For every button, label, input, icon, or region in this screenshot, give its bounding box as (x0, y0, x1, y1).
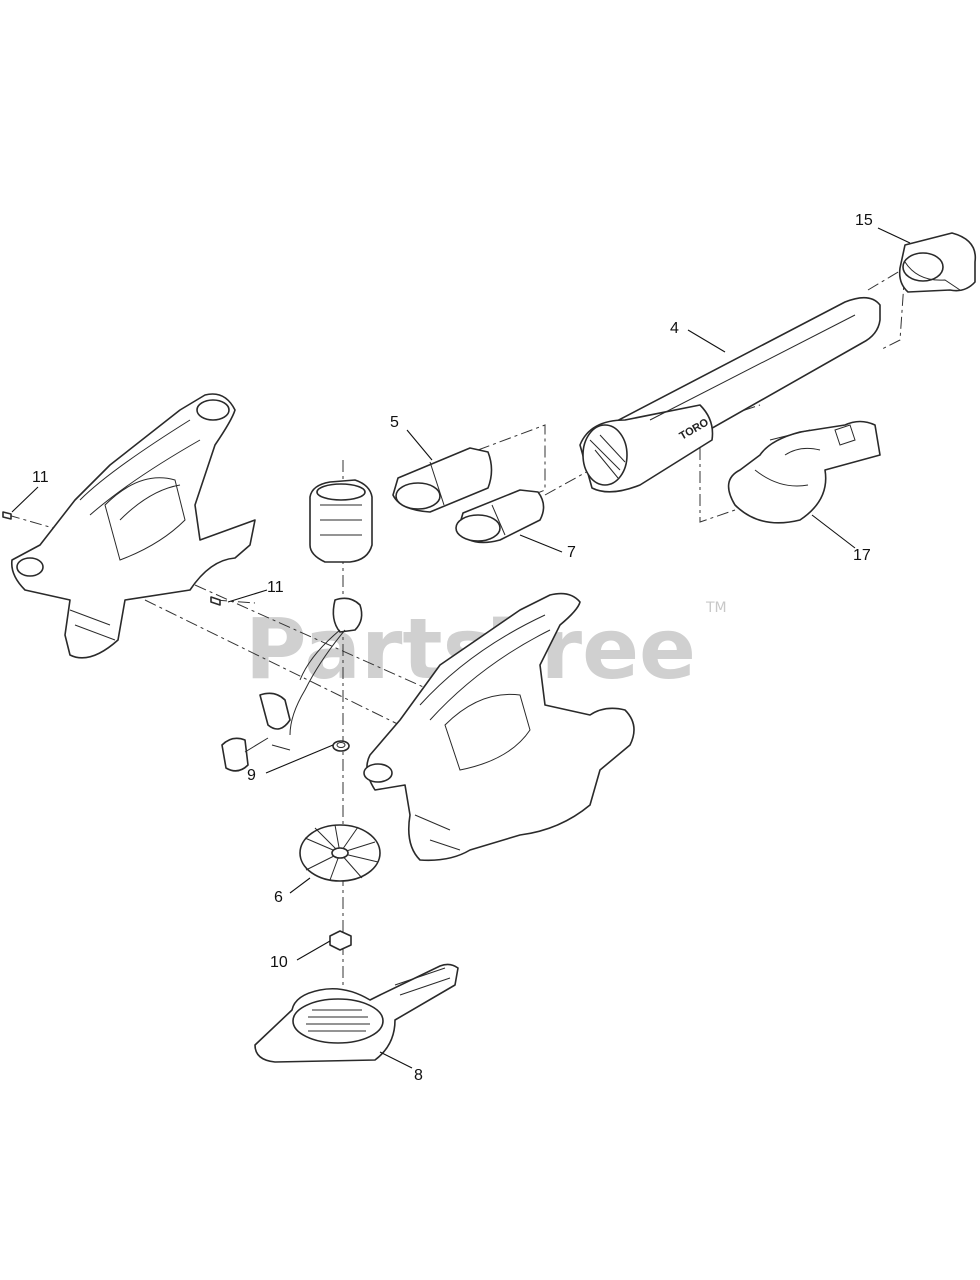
part-6-fan (299, 824, 381, 882)
part-17-handle (727, 420, 881, 524)
housing-right-half (363, 592, 635, 862)
callout-11-top: 11 (32, 469, 49, 486)
callout-11-mid: 11 (267, 579, 284, 596)
part-7-nozzle (455, 489, 545, 544)
callout-labels: 11 11 5 7 4 15 17 9 6 10 8 (32, 212, 873, 1084)
leader-lines (11, 227, 911, 1069)
callout-7: 7 (567, 544, 576, 561)
callout-10: 10 (270, 954, 288, 971)
callout-5: 5 (390, 414, 399, 431)
part-9-bushing (332, 740, 350, 752)
part-5-nozzle (392, 447, 493, 513)
callout-9: 9 (247, 767, 256, 784)
callout-17: 17 (853, 547, 871, 564)
callout-8: 8 (414, 1067, 423, 1084)
callout-6: 6 (274, 889, 283, 906)
part-15-tube-clip (898, 232, 977, 293)
callout-15: 15 (855, 212, 873, 229)
callout-4: 4 (670, 320, 679, 337)
motor (309, 479, 373, 563)
wiring-harness (221, 597, 363, 772)
part-11-screws (2, 511, 221, 606)
part-8-base (254, 963, 459, 1063)
housing-left-half (10, 393, 256, 659)
part-10-nut (329, 930, 352, 951)
part-4-blower-tube: TORO (579, 296, 881, 493)
watermark-trademark: TM (705, 600, 727, 616)
